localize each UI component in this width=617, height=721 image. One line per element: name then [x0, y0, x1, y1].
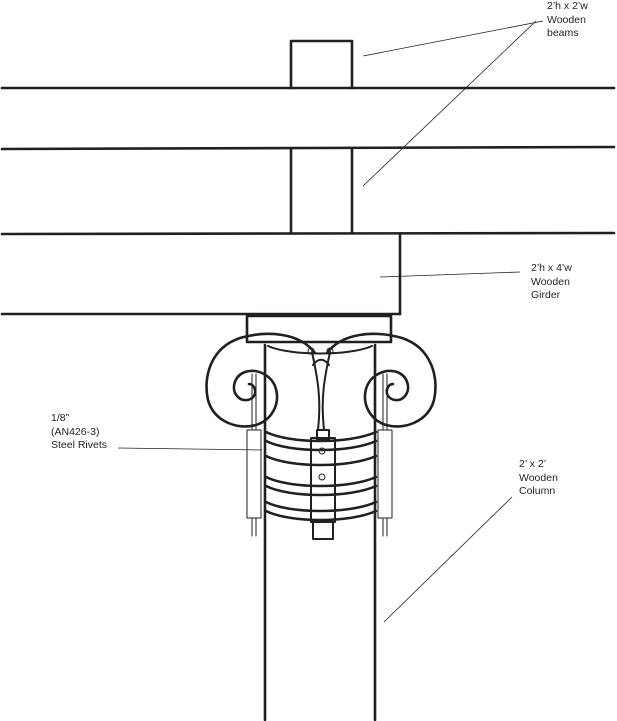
- column-shaft: [263, 343, 377, 721]
- rivets-label-name: Steel Rivets: [51, 439, 108, 451]
- left-bracket: [246, 373, 262, 537]
- column-label-size: 2’ x 2’: [519, 458, 547, 470]
- rivets-label-spec: (AN426-3): [51, 425, 100, 438]
- front-strap: [310, 429, 336, 540]
- rivets-label-size: 1/8”: [51, 412, 70, 424]
- leader-lines: [117, 20, 544, 623]
- top-beam: [289, 39, 354, 235]
- beams-label: 2’h x 2’w Wooden beams: [547, 0, 588, 41]
- left-volute: [205, 332, 317, 428]
- beams-label-name: beams: [547, 27, 579, 39]
- horizontal-beams: [0, 86, 616, 236]
- steel-bands: [264, 430, 378, 522]
- center-drop: [311, 351, 331, 431]
- column-label-material: Wooden: [519, 471, 558, 484]
- column-label-name: Column: [519, 485, 556, 497]
- girder: [0, 232, 402, 316]
- abacus-plate: [245, 314, 393, 344]
- beams-label-material: Wooden: [547, 13, 586, 26]
- girder-label-size: 2’h x 4’w: [531, 262, 572, 274]
- girder-label: 2’h x 4’w Wooden Girder: [531, 262, 572, 303]
- column-label: 2’ x 2’ Wooden Column: [519, 458, 558, 499]
- right-bracket: [377, 373, 393, 537]
- girder-label-material: Wooden: [531, 275, 570, 288]
- top-collar: [267, 345, 373, 355]
- beams-label-size: 2’h x 2’w: [547, 0, 588, 12]
- rivets-label: 1/8” (AN426-3) Steel Rivets: [51, 412, 107, 453]
- girder-label-name: Girder: [531, 289, 561, 301]
- right-volute: [325, 332, 437, 428]
